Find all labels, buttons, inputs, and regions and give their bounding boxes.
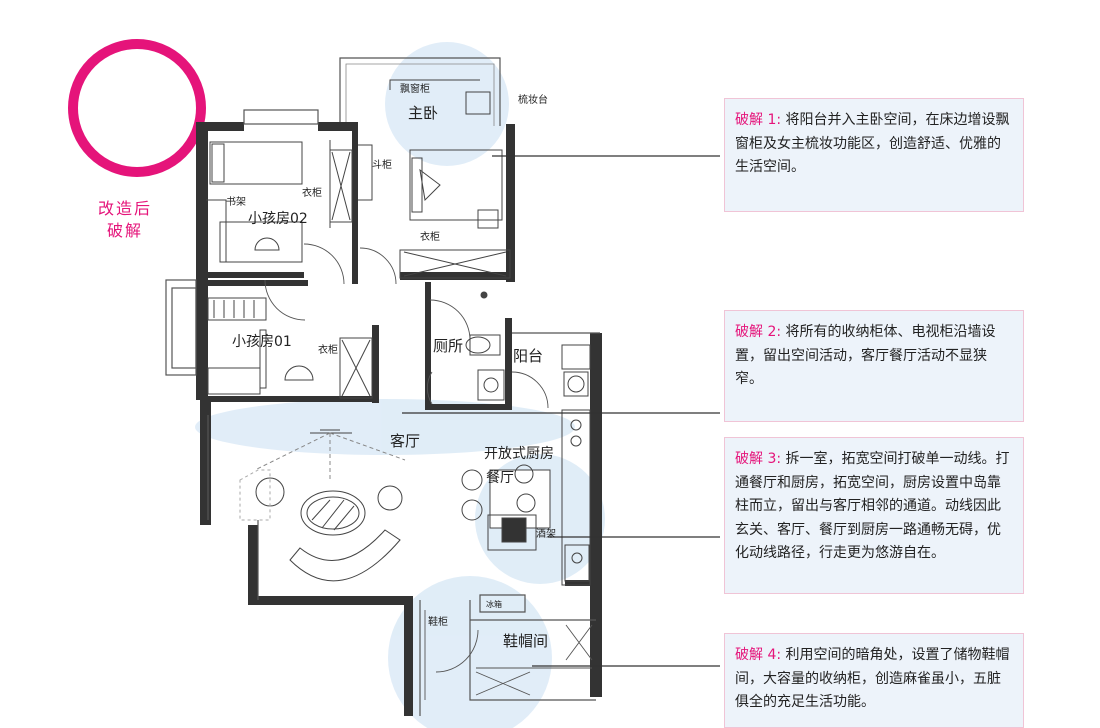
cloak-room-shelves xyxy=(424,610,593,700)
label-shoe-cabinet: 鞋柜 xyxy=(428,615,448,628)
heading-line-2: 破解 xyxy=(106,221,143,240)
note-4: 破解 4: 利用空间的暗角处，设置了储物鞋帽间，大容量的收纳柜，创造麻雀虽小，五… xyxy=(724,633,1024,728)
master-bed xyxy=(358,79,511,279)
note-2-tag: 破解 2: xyxy=(735,324,782,340)
note-2-text: 将所有的收纳柜体、电视柜沿墙设置，留出空间活动，客厅餐厅活动不显狭窄。 xyxy=(735,324,996,387)
label-living-room: 客厅 xyxy=(390,432,420,450)
highlight-zones xyxy=(195,42,605,728)
label-chest-cabinet: 斗柜 xyxy=(372,158,392,171)
note-3-tag: 破解 3: xyxy=(735,451,782,467)
note-3-text: 拆一室，拓宽空间打破单一动线。打通餐厅和厨房，拓宽空间，厨房设置中岛靠柱而立，留… xyxy=(735,451,1010,561)
leader-lines xyxy=(402,155,720,667)
kid-room-01-furniture xyxy=(207,297,373,399)
label-kid-room-02: 小孩房02 xyxy=(248,211,308,227)
master-balcony xyxy=(339,57,501,126)
pink-ring-icon xyxy=(68,39,206,177)
label-kid01-wardrobe: 衣柜 xyxy=(318,343,338,356)
living-room-furniture xyxy=(239,429,406,582)
note-1-tag: 破解 1: xyxy=(735,112,782,128)
note-1-text: 将阳台并入主卧空间，在床边增设飘窗柜及女主梳妆功能区，创造舒适、优雅的生活空间。 xyxy=(735,112,1010,175)
walls xyxy=(196,122,602,716)
note-3: 破解 3: 拆一室，拓宽空间打破单一动线。打通餐厅和厨房，拓宽空间，厨房设置中岛… xyxy=(724,437,1024,594)
label-cloak-room: 鞋帽间 xyxy=(503,632,548,650)
note-4-tag: 破解 4: xyxy=(735,647,782,663)
kitchen-counters xyxy=(561,344,591,586)
page-heading: 改造后 破解 xyxy=(80,198,170,242)
toilet-fixtures xyxy=(465,291,505,401)
label-balcony: 阳台 xyxy=(513,347,543,365)
label-toilet: 厕所 xyxy=(433,337,463,355)
label-dining-room: 餐厅 xyxy=(486,470,514,486)
label-master-bedroom: 主卧 xyxy=(408,104,438,122)
label-kid-room-01: 小孩房01 xyxy=(232,334,292,350)
doors xyxy=(264,243,549,673)
note-2: 破解 2: 将所有的收纳柜体、电视柜沿墙设置，留出空间活动，客厅餐厅活动不显狭窄… xyxy=(724,310,1024,422)
kid-room-02-furniture xyxy=(206,140,353,263)
label-master-wardrobe: 衣柜 xyxy=(420,230,440,243)
note-1: 破解 1: 将阳台并入主卧空间，在床边增设飘窗柜及女主梳妆功能区，创造舒适、优雅… xyxy=(724,98,1024,212)
label-dresser: 梳妆台 xyxy=(518,93,548,106)
label-bookshelf: 书架 xyxy=(226,196,246,208)
label-open-kitchen: 开放式厨房 xyxy=(484,446,554,462)
dining-set xyxy=(461,464,551,551)
label-wine-rack: 酒架 xyxy=(536,528,556,540)
heading-line-1: 改造后 xyxy=(97,199,152,218)
label-kid02-wardrobe: 衣柜 xyxy=(302,186,322,199)
label-bay-cabinet: 飘窗柜 xyxy=(400,82,430,95)
label-fridge: 冰箱 xyxy=(486,599,502,609)
note-4-text: 利用空间的暗角处，设置了储物鞋帽间，大容量的收纳柜，创造麻雀虽小，五脏俱全的充足… xyxy=(735,647,1010,710)
